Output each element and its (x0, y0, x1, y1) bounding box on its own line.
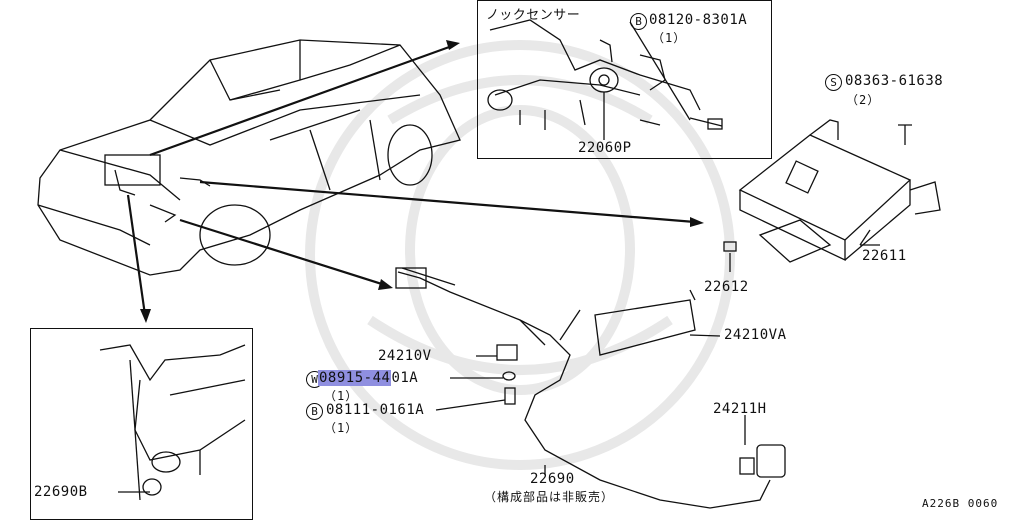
washer-part-number: 08915-4401A (318, 370, 418, 386)
bolt-part-number: 08120-8301A (649, 12, 748, 28)
knock-sensor-part-number: 22060P (578, 140, 632, 156)
knock-sensor-title: ノックセンサー (486, 8, 581, 23)
plug-part-number: 22690B (34, 484, 88, 500)
oxygen-sensor-harness (118, 244, 880, 509)
knock-sensor-inset-frame (477, 0, 772, 159)
harness-note: （構成部品は非販売） (484, 490, 615, 504)
bracket-v-part-number: 24210V (378, 348, 432, 364)
bracket-va-part-number: 24210VA (724, 327, 787, 343)
screw-quantity: （2） (846, 93, 881, 107)
harness-bolt-quantity: （1） (324, 421, 359, 435)
washer-part-highlighted: 08915-44 (318, 370, 392, 386)
screw-symbol-icon: S (825, 74, 842, 91)
harness-bolt-symbol-icon: B (306, 403, 323, 420)
harness-part-number: 22690 (530, 471, 575, 487)
car-illustration (37, 39, 461, 276)
harness-bolt-part-number: 08111-0161A (326, 402, 425, 418)
module-part-number: 22611 (862, 248, 907, 264)
bolt-quantity: （1） (652, 31, 687, 45)
knock-sensor-sketch (487, 19, 723, 140)
figure-code: A226B 0060 (922, 497, 999, 510)
callout-arrows (126, 44, 696, 316)
bottom-inset-sketch (99, 344, 246, 501)
connector-part-number: 22612 (704, 279, 749, 295)
washer-part-rest: 01A (391, 370, 419, 386)
ecu-module-sketch (723, 119, 941, 272)
bolt-symbol-icon: B (630, 13, 647, 30)
screw-part-number: 08363-61638 (845, 73, 944, 89)
clip-part-number: 24211H (713, 401, 767, 417)
washer-quantity: （1） (324, 389, 359, 403)
